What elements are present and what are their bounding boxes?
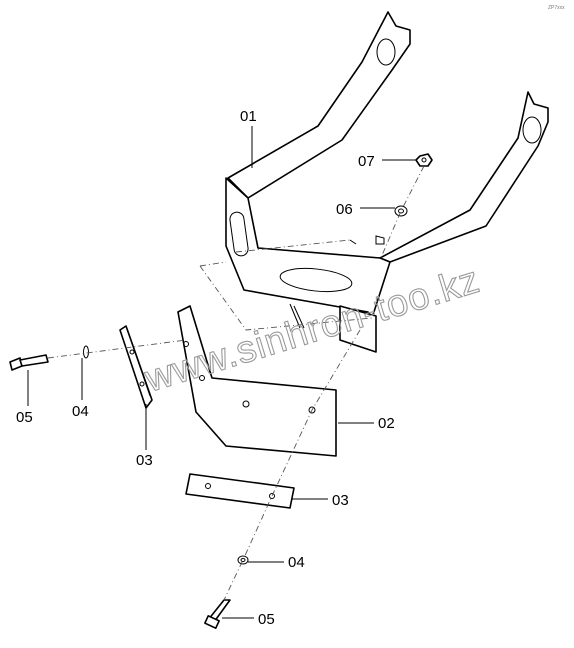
bolt-left-part-05: [9, 354, 49, 371]
washer-top-part-06: [394, 205, 408, 217]
callout-05-left: 05: [16, 370, 33, 426]
callout-label-03-bottom: 03: [332, 492, 349, 509]
plate-part-02: [177, 305, 337, 457]
callout-02: 02: [338, 415, 395, 432]
callout-label-03-left: 03: [136, 452, 153, 469]
callout-03-bottom: 03: [292, 492, 349, 509]
bolt-bottom-part-05: [204, 599, 231, 629]
callout-label-05-left: 05: [16, 409, 33, 426]
shim-left-part-03: [119, 325, 153, 409]
shim-bottom-part-03: [185, 473, 295, 509]
page-code: ZP7xxx: [548, 5, 565, 11]
callout-05-bottom: 05: [222, 611, 275, 628]
callout-04-bottom: 04: [248, 554, 305, 571]
nut-top-part-07: [415, 153, 433, 167]
washer-left-part-04: [83, 345, 89, 359]
callout-label-07: 07: [358, 153, 375, 170]
callout-04-left: 04: [72, 358, 89, 420]
callout-label-04-left: 04: [72, 403, 89, 420]
callout-01: 01: [240, 108, 257, 168]
washer-bottom-part-04: [237, 555, 249, 565]
callout-label-02: 02: [378, 415, 395, 432]
callout-label-04-bottom: 04: [288, 554, 305, 571]
assembly-lines: [47, 165, 425, 601]
callout-03-left: 03: [136, 404, 153, 469]
callout-07: 07: [358, 153, 416, 170]
callout-06: 06: [336, 201, 395, 218]
callout-label-05-bottom: 05: [258, 611, 275, 628]
callout-label-01: 01: [240, 108, 257, 125]
callout-label-06: 06: [336, 201, 353, 218]
bracket-part-01: [225, 11, 549, 353]
